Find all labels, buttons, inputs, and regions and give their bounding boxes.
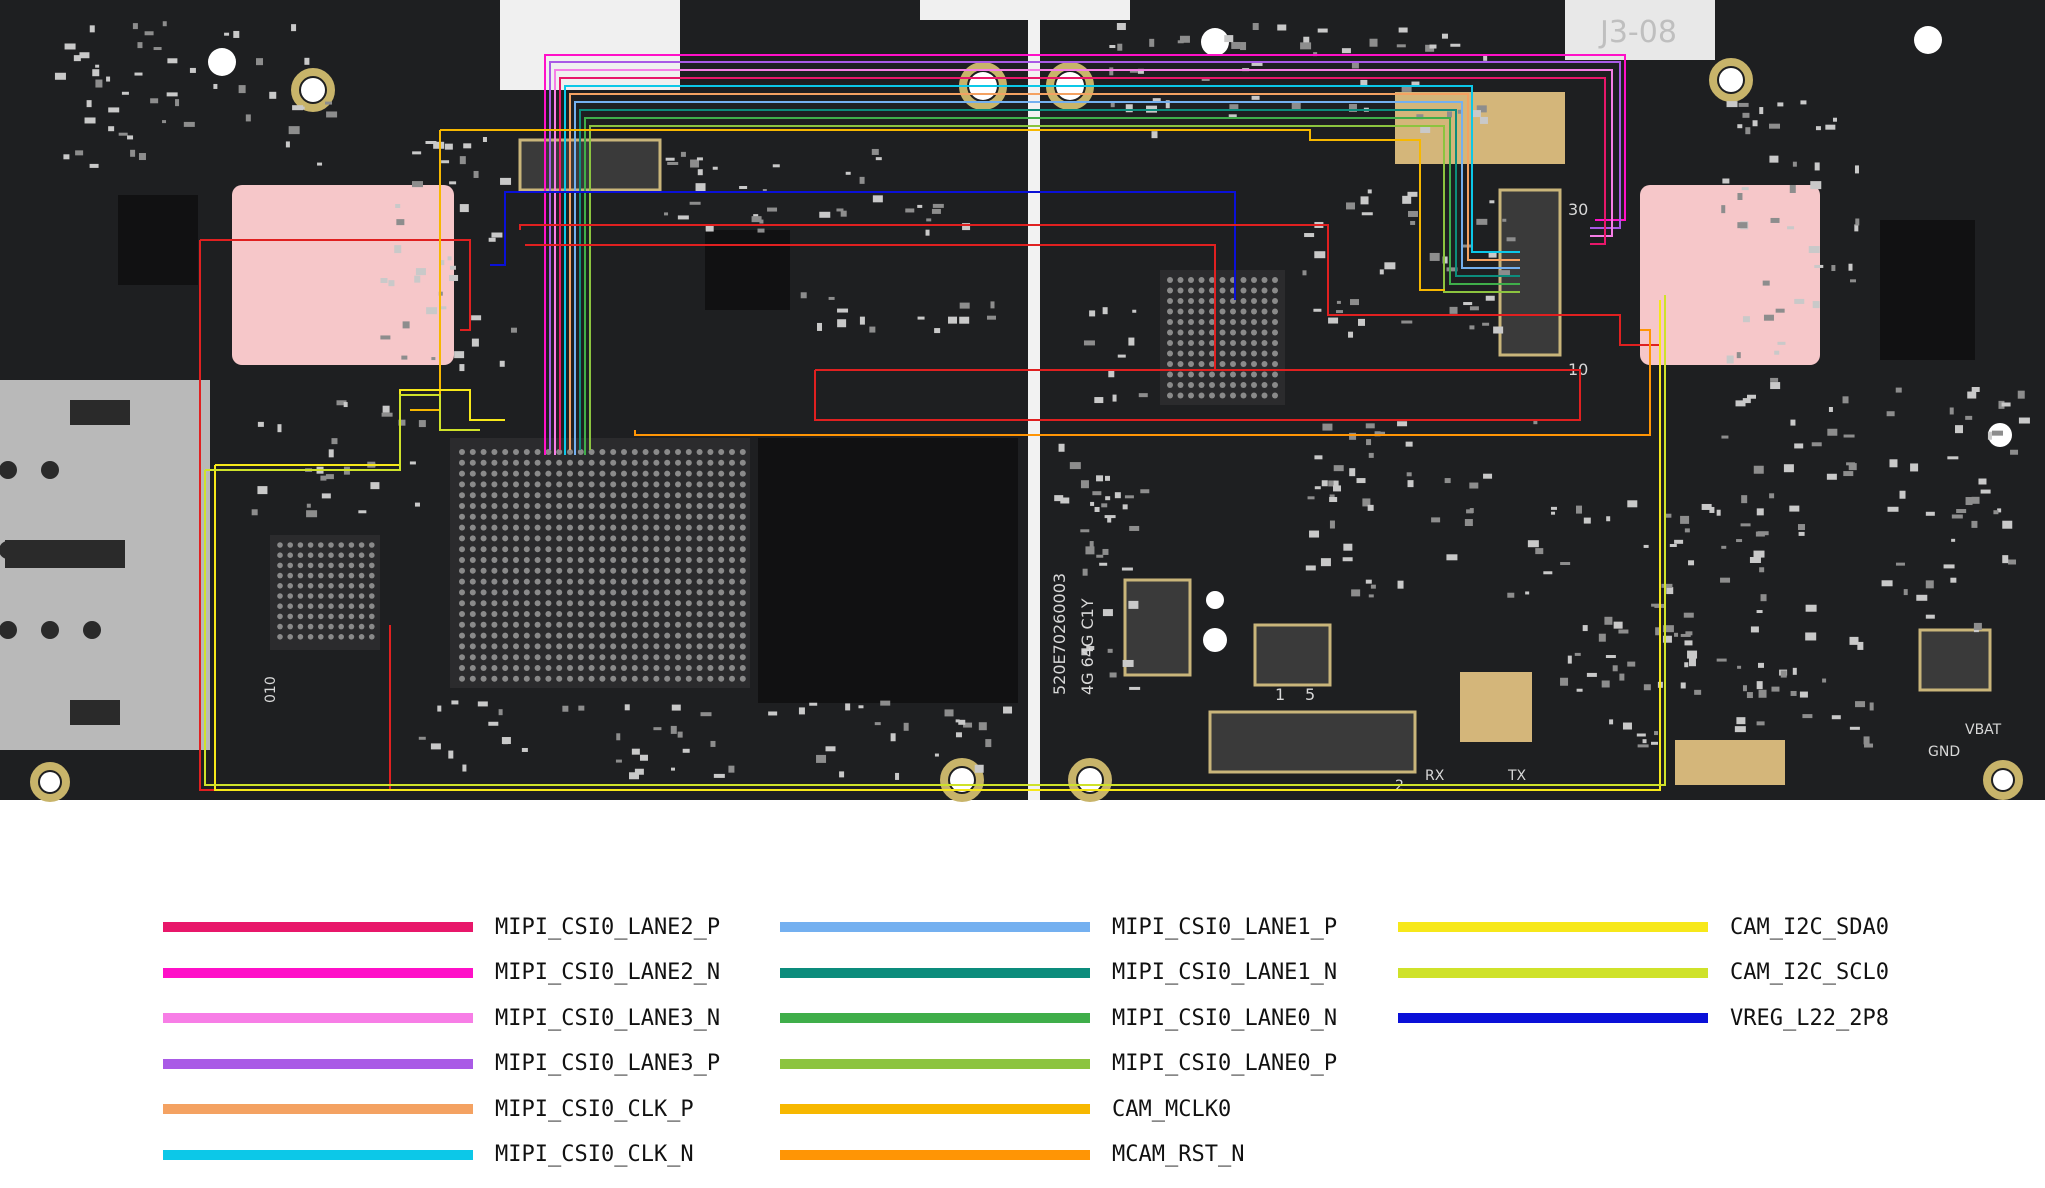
silkscreen-30: 30: [1568, 200, 1588, 219]
silkscreen-memory: 4G 64G C1Y: [1078, 598, 1097, 695]
silkscreen-serial: 520E70260003: [1050, 573, 1069, 695]
legend-swatch: [163, 1058, 473, 1069]
silkscreen-tx: TX: [1507, 768, 1527, 784]
legend-label: MIPI_CSI0_LANE3_N: [495, 1005, 721, 1031]
legend-item: VREG_L22_2P8: [1398, 1005, 1889, 1031]
legend-label: MIPI_CSI0_LANE2_N: [495, 960, 721, 985]
legend-swatch: [1398, 967, 1708, 978]
legend-swatch: [780, 1013, 1090, 1023]
legend-swatch: [780, 1149, 1090, 1160]
legend-label: VREG_L22_2P8: [1730, 1005, 1889, 1031]
audio-chip: [270, 535, 380, 650]
legend-label: CAM_I2C_SCL0: [1730, 960, 1889, 985]
legend-item: MIPI_CSI0_LANE0_P: [780, 1051, 1337, 1077]
legend-label: CAM_MCLK0: [1112, 1096, 1232, 1122]
legend-swatch: [163, 1104, 473, 1114]
silkscreen-vbat: VBAT: [1965, 722, 2002, 738]
memory-chip: [758, 438, 1018, 703]
legend-label: MIPI_CSI0_LANE0_N: [1112, 1005, 1338, 1031]
legend-swatch: [163, 1013, 473, 1023]
camera-connector: [1498, 188, 1562, 357]
legend-label: MCAM_RST_N: [1112, 1142, 1245, 1167]
legend-label: MIPI_CSI0_LANE2_P: [495, 914, 721, 940]
shield-pad-right: [1640, 185, 1820, 365]
legend-item: MIPI_CSI0_LANE3_P: [163, 1051, 720, 1077]
legend-item: CAM_I2C_SCL0: [1398, 960, 1889, 986]
legend-swatch: [163, 922, 473, 932]
legend-item: MIPI_CSI0_LANE1_N: [780, 960, 1337, 986]
legend-item: MIPI_CSI0_LANE2_N: [163, 960, 720, 986]
legend-label: MIPI_CSI0_LANE1_P: [1112, 914, 1338, 940]
legend-swatch: [780, 1058, 1090, 1069]
legend-swatch: [780, 1104, 1090, 1114]
legend-swatch: [163, 967, 473, 978]
legend-item: MIPI_CSI0_LANE0_N: [780, 1005, 1337, 1031]
pcb-board-photo: J3-08 30 10 1 5 2 RX TX GND VBAT 010 520…: [0, 0, 2045, 802]
legend-label: MIPI_CSI0_LANE1_N: [1112, 960, 1338, 985]
legend-label: CAM_I2C_SDA0: [1730, 914, 1889, 940]
legend-label: MIPI_CSI0_CLK_P: [495, 1096, 694, 1122]
silkscreen-5: 5: [1305, 685, 1315, 704]
legend-swatch: [780, 922, 1090, 932]
legend-swatch: [1398, 1013, 1708, 1023]
silkscreen-j3: J3-08: [1598, 15, 1677, 50]
legend-item: MIPI_CSI0_CLK_N: [163, 1142, 694, 1168]
silkscreen-rx: RX: [1425, 768, 1445, 784]
legend-item: MIPI_CSI0_CLK_P: [163, 1096, 694, 1122]
legend-label: MIPI_CSI0_LANE0_P: [1112, 1051, 1338, 1076]
legend-swatch: [163, 1149, 473, 1160]
lcd-connector: [1208, 710, 1417, 774]
silkscreen-1: 1: [1275, 685, 1285, 704]
legend-swatch: [780, 967, 1090, 978]
silkscreen-010: 010: [263, 676, 279, 703]
legend-label: MIPI_CSI0_CLK_N: [495, 1142, 694, 1167]
legend-swatch: [1398, 922, 1708, 932]
legend-item: CAM_I2C_SDA0: [1398, 914, 1889, 940]
legend-item: MIPI_CSI0_LANE3_N: [163, 1005, 720, 1031]
silkscreen-gnd: GND: [1928, 744, 1960, 760]
legend-item: MIPI_CSI0_LANE2_P: [163, 914, 720, 940]
legend-item: MCAM_RST_N: [780, 1142, 1244, 1168]
legend-label: MIPI_CSI0_LANE3_P: [495, 1051, 721, 1076]
shield-pad-left: [232, 185, 454, 365]
legend-item: CAM_MCLK0: [780, 1096, 1231, 1122]
legend-item: MIPI_CSI0_LANE1_P: [780, 914, 1337, 940]
